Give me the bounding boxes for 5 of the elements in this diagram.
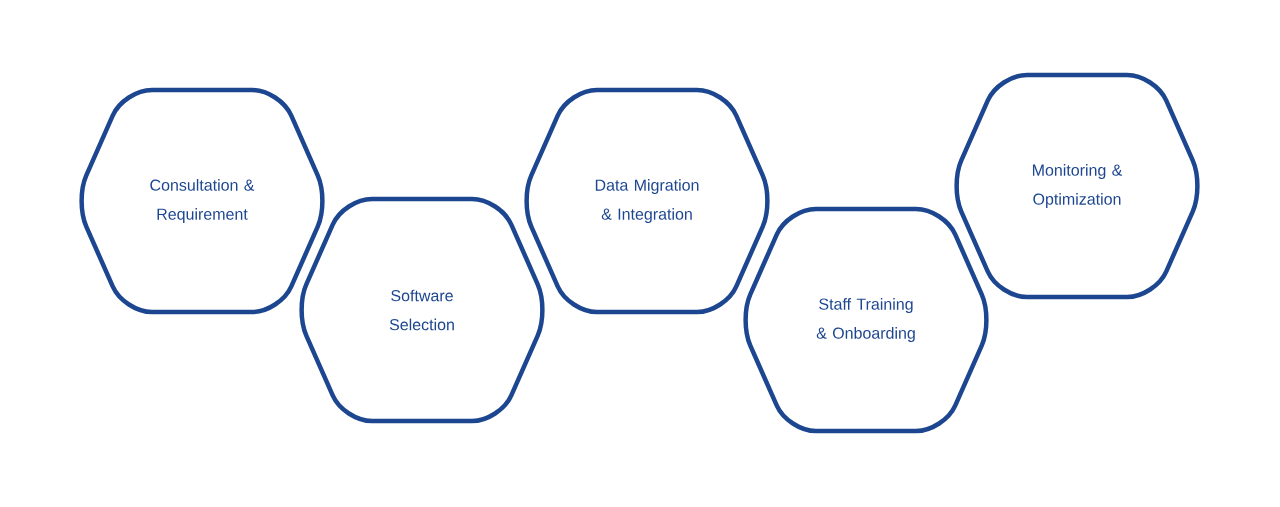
- hexagon: Software Selection: [299, 196, 545, 424]
- hexagon: Data Migration & Integration: [524, 87, 770, 315]
- hexagon: Monitoring & Optimization: [954, 72, 1200, 300]
- hexagon: Consultation & Requirement: [79, 87, 325, 315]
- hexagon: Staff Training & Onboarding: [743, 206, 989, 434]
